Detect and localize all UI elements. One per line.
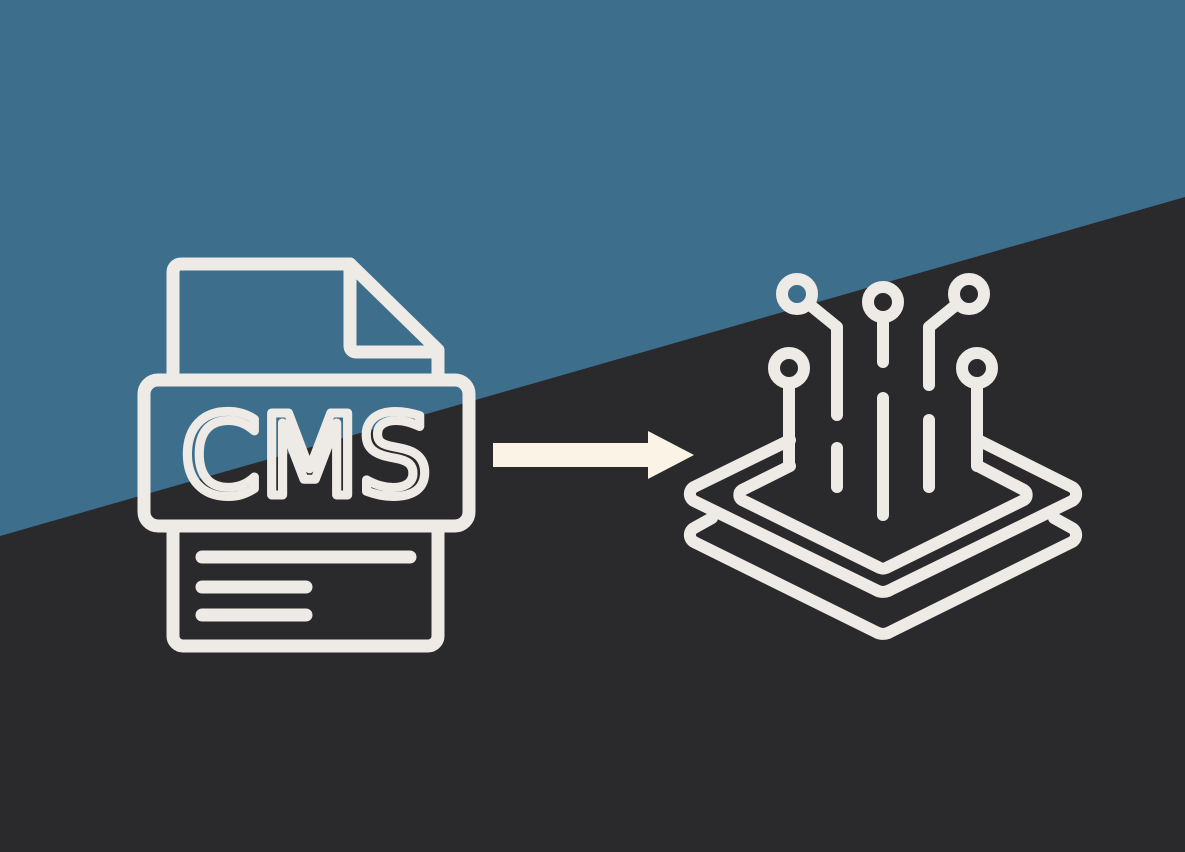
cms-label: CMS [181,392,431,522]
background-blue [0,0,1185,536]
arrow-right-icon [493,431,694,479]
layered-circuit-platform-icon [683,273,1083,640]
cms-file-icon [137,257,476,653]
